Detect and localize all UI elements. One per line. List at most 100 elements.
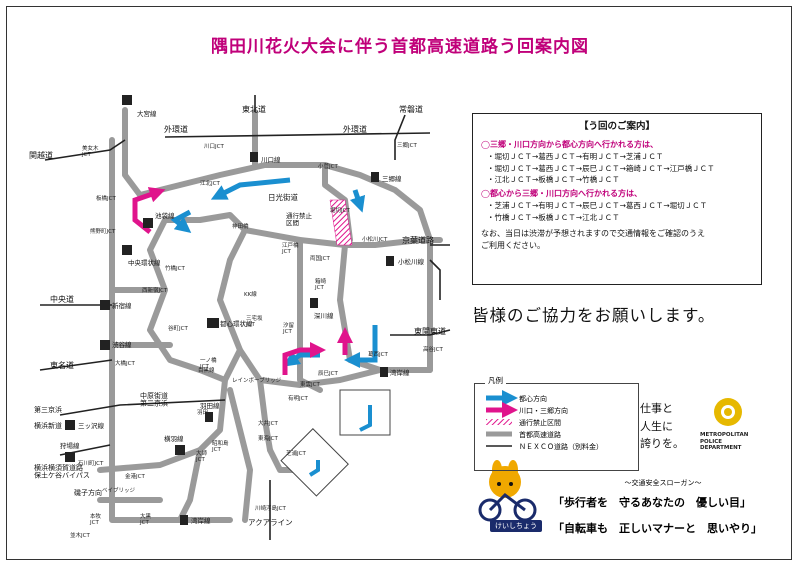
svg-text:江北JCT: 江北JCT: [200, 179, 220, 187]
svg-text:都心環状線: 都心環状線: [220, 319, 253, 328]
mascot-pipo-icon: [478, 460, 537, 522]
route-mitsuzawa: 三ッ沢線: [65, 420, 105, 430]
svg-text:有明JCT: 有明JCT: [288, 394, 308, 402]
label-chuo-dai2keihin: 中原街道第二京浜: [140, 391, 168, 408]
route-shinjuku: 新宿線: [100, 300, 132, 310]
route-omiya: 大宮線: [122, 95, 157, 118]
svg-text:川口JCT: 川口JCT: [204, 143, 224, 150]
svg-text:葛西JCT: 葛西JCT: [368, 350, 388, 358]
label-dai3keihin: 第三京浜: [34, 405, 62, 414]
svg-text:中央環状線: 中央環状線: [128, 258, 161, 267]
route-haneda: 羽田線: [200, 401, 220, 422]
label-gaikan-2: 外環道: [343, 124, 367, 134]
route-komatsugawa: 小松川線: [386, 256, 425, 266]
info-heading: 【う回のご案内】: [578, 121, 655, 132]
svg-text:辰巳JCT: 辰巳JCT: [318, 370, 338, 377]
route-ikebukuro: 池袋線: [143, 211, 175, 228]
closed-section: [329, 199, 353, 246]
svg-text:羽田線: 羽田線: [200, 401, 220, 410]
svg-text:小松川JCT: 小松川JCT: [362, 235, 388, 243]
svg-text:湾岸線: 湾岸線: [390, 368, 410, 377]
legend-item-kawaguchi: 川口・三郷方向: [519, 407, 568, 415]
info-section-2: ◯都心から三郷・川口方向へ行かれる方は、: [481, 188, 642, 198]
svg-text:西新宿JCT: 西新宿JCT: [142, 286, 168, 294]
tagline-1: 仕事と: [640, 402, 673, 415]
page-frame: [6, 6, 792, 560]
route-badges: 大宮線 川口線 三郷線 小松川線 池袋線 中央環状線 新宿線 渋谷線 都心環状線…: [60, 95, 425, 525]
label-gaikan-1: 外環道: [164, 124, 188, 134]
svg-text:熊野町JCT: 熊野町JCT: [90, 227, 116, 235]
svg-text:金港JCT: 金港JCT: [125, 472, 145, 480]
info-route-1: ・堀切ＪＣＴ→葛西ＪＣＴ→有明ＪＣＴ→芝浦ＪＣＴ: [487, 152, 664, 162]
svg-text:江戸橋JCT: 江戸橋JCT: [281, 241, 299, 255]
svg-text:川口線: 川口線: [261, 155, 281, 164]
svg-text:三郷JCT: 三郷JCT: [397, 141, 417, 149]
route-chuo-kanjo: 中央環状線: [122, 245, 161, 267]
route-fukagawa: 深川線: [310, 298, 334, 320]
info-note: なお、当日は渋滞が予想されますので交通情報をご確認のうえ ご利用ください。: [481, 228, 705, 251]
svg-text:三郷線: 三郷線: [382, 174, 402, 183]
svg-text:小松川線: 小松川線: [398, 257, 425, 266]
label-nikko: 日光街道: [268, 192, 298, 202]
svg-text:渋谷線: 渋谷線: [112, 340, 132, 349]
svg-text:レインボーブリッジ: レインボーブリッジ: [232, 376, 282, 384]
svg-text:羽田: 羽田: [197, 409, 208, 416]
svg-text:両国JCT: 両国JCT: [310, 255, 330, 262]
tagline-2: 人生に: [640, 419, 673, 433]
label-tsukokinshi: 通行禁止区間: [286, 211, 313, 227]
route-wangan: 湾岸線: [380, 367, 410, 377]
svg-text:堀切JCT: 堀切JCT: [330, 206, 350, 214]
blue-arrows: [170, 177, 378, 369]
route-misato: 三郷線: [371, 172, 402, 183]
place-labels: 神田橋 KK線 レインボーブリッジ 羽田 目黒線 ベイブリッジ: [102, 222, 282, 494]
svg-text:並木JCT: 並木JCT: [70, 531, 90, 539]
info-route-5: ・竹橋ＪＣＴ→板橋ＪＣＴ→江北ＪＣＴ: [487, 213, 620, 222]
detour-info-box: 【う回のご案内】 ◯三郷・川口方向から都心方向へ行かれる方は、 ・堀切ＪＣＴ→葛…: [472, 113, 762, 285]
svg-text:石川町JCT: 石川町JCT: [78, 460, 104, 467]
traffic-slogan: 〜交通安全スローガン〜 「歩行者を 守るあなたの 優しい目」 「自転車も 正しい…: [553, 478, 773, 536]
legend-item-closed: 通行禁止区間: [519, 419, 561, 427]
route-shibuya: 渋谷線: [100, 340, 132, 350]
svg-text:横羽線: 横羽線: [164, 434, 184, 443]
info-route-2: ・堀切ＪＣＴ→葛西ＪＣＴ→辰巳ＪＣＴ→箱崎ＪＣＴ→江戸橋ＪＣＴ: [487, 163, 715, 173]
info-section-1: ◯三郷・川口方向から都心方向へ行かれる方は、: [481, 139, 658, 149]
label-chuo: 中央道: [50, 294, 74, 304]
svg-text:新宿線: 新宿線: [112, 301, 132, 310]
svg-text:池袋線: 池袋線: [155, 211, 175, 220]
tagline-3: 誇りを。: [640, 437, 684, 451]
svg-text:高谷JCT: 高谷JCT: [423, 345, 443, 353]
svg-text:谷町JCT: 谷町JCT: [168, 324, 188, 332]
legend-item-expressway: 首都高速道路: [519, 431, 561, 439]
route-wangan-bottom: 湾岸線: [180, 515, 211, 525]
route-kawaguchi: 川口線: [250, 152, 281, 164]
legend-item-toshin: 都心方向: [519, 395, 547, 403]
label-aqualine: アクアライン: [248, 518, 293, 527]
label-yokohama-shindo: 横浜新道: [34, 421, 62, 430]
police-org: METROPOLITAN POLICE DEPARTMENT: [700, 432, 749, 452]
legend: 凡例 都心方向 川口・三郷方向 通行禁止区間 首都高速道路 ＮＥＸＣＯ道路（別料…: [474, 375, 639, 471]
svg-text:ベイブリッジ: ベイブリッジ: [102, 486, 136, 494]
svg-text:大宮線: 大宮線: [137, 109, 157, 118]
slogan-line-1: 「歩行者を 守るあなたの 優しい目」: [553, 496, 751, 509]
label-tomei: 東名道: [50, 360, 74, 370]
label-isogo: 磯子方向: [74, 488, 102, 497]
label-hodogaya: 横浜横須賀道路保土ケ谷バイパス: [34, 463, 90, 480]
svg-text:湾岸線: 湾岸線: [191, 516, 211, 525]
label-tohoku: 東北道: [242, 104, 266, 114]
svg-text:川崎浮島JCT: 川崎浮島JCT: [255, 504, 286, 512]
route-kariba: 狩場線: [60, 441, 80, 462]
shibaura-inset: [280, 389, 391, 497]
police-tagline: 仕事と 人生に 誇りを。: [640, 400, 700, 453]
label-kanetsu: 関越道: [29, 150, 53, 160]
label-joban: 常磐道: [399, 104, 423, 114]
